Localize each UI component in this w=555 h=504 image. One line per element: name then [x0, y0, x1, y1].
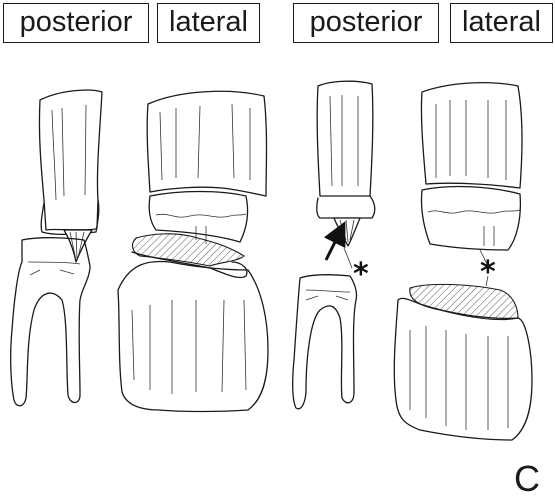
- right-posterior-bone: [293, 81, 375, 409]
- label-right-lateral: lateral: [450, 3, 553, 43]
- label-right-posterior: posterior: [293, 3, 439, 43]
- left-posterior-shaft: [39, 90, 102, 230]
- right-lateral-shaft: [421, 83, 522, 188]
- right-posterior-shaft: [317, 81, 373, 196]
- right-posterior-condyle: [317, 196, 375, 218]
- left-posterior-lower-bone: [11, 238, 90, 406]
- panel-letter: C: [514, 459, 540, 499]
- right-posterior-lower-bone: [293, 275, 357, 409]
- left-lateral-shaft: [147, 91, 266, 196]
- label-left-posterior: posterior: [3, 3, 149, 43]
- left-lateral-bone: [118, 91, 268, 411]
- right-lateral-epiphysis-upper: [421, 187, 520, 250]
- left-lateral-lower-block: [118, 261, 268, 411]
- right-lateral-bone: [394, 83, 532, 440]
- asterisk-marker-lateral: *: [480, 258, 496, 288]
- asterisk-marker-posterior: *: [353, 260, 369, 290]
- label-left-lateral: lateral: [157, 3, 260, 43]
- left-posterior-bone: [11, 90, 102, 406]
